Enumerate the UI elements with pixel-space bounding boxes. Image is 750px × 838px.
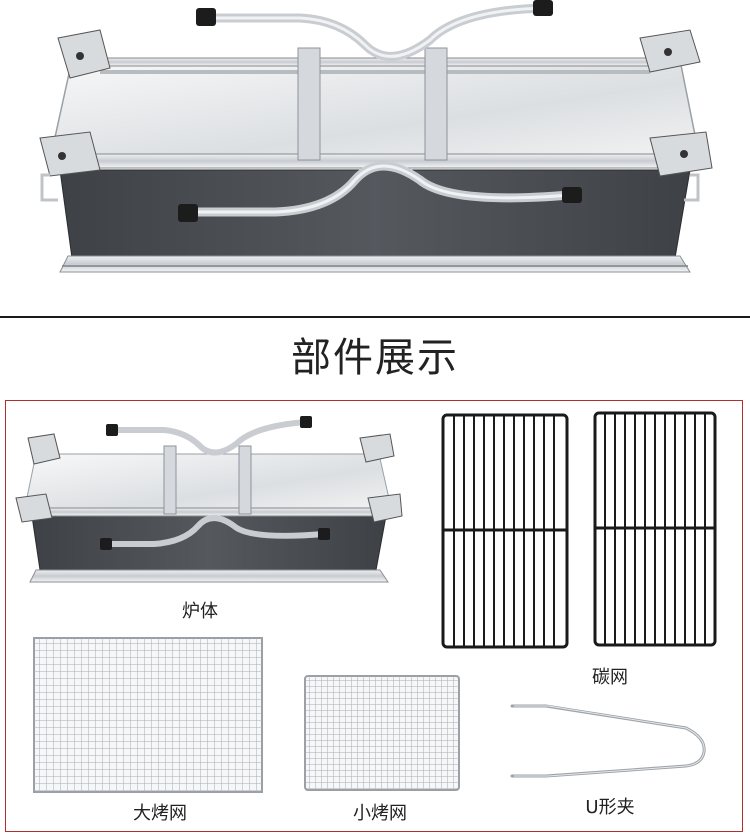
- caption-carbon-grill: 碳网: [592, 667, 628, 688]
- hero-grill-photo: [39, 0, 713, 273]
- caption-u-clip: U形夹: [585, 797, 635, 818]
- carbon-grill-photo-left: [441, 413, 569, 649]
- caption-large-mesh: 大烤网: [133, 803, 187, 824]
- section-title: 部件展示: [291, 335, 459, 381]
- parts-frame: [5, 400, 743, 832]
- large-mesh-photo: [33, 637, 263, 793]
- u-clip-photo: [510, 704, 706, 778]
- caption-grill-body: 炉体: [182, 601, 218, 622]
- grill-body-photo: [15, 416, 403, 583]
- small-mesh-photo: [304, 675, 460, 791]
- carbon-grill-photo-right: [593, 411, 717, 647]
- section-divider: [0, 316, 750, 318]
- caption-small-mesh: 小烤网: [353, 803, 407, 824]
